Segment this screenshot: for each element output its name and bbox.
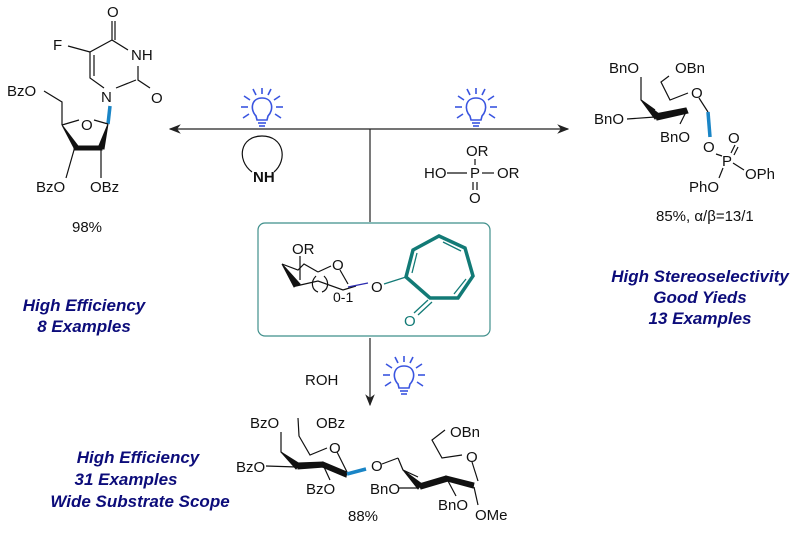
svg-text:BzO: BzO xyxy=(36,179,65,196)
svg-text:High Stereoselectivity: High Stereoselectivity xyxy=(611,267,790,286)
nh-label: NH xyxy=(253,169,275,186)
svg-text:P: P xyxy=(722,153,732,170)
svg-text:BzO: BzO xyxy=(236,459,265,476)
svg-text:O: O xyxy=(691,85,703,102)
svg-text:O: O xyxy=(703,139,715,156)
svg-text:O: O xyxy=(469,190,481,207)
svg-text:OR: OR xyxy=(466,143,489,160)
svg-text:OBz: OBz xyxy=(316,415,345,432)
substrate-box xyxy=(257,222,491,337)
phosphate-reagent: OR HO P OR O xyxy=(424,143,520,207)
svg-text:O: O xyxy=(81,117,93,134)
svg-text:OMe: OMe xyxy=(475,507,508,524)
svg-text:O: O xyxy=(404,313,416,330)
svg-text:O: O xyxy=(371,458,383,475)
svg-text:O: O xyxy=(107,4,119,21)
svg-text:High Efficiency: High Efficiency xyxy=(77,448,201,467)
svg-text:Wide Substrate Scope: Wide Substrate Scope xyxy=(50,492,229,511)
arrows xyxy=(168,124,570,407)
bottom-notes: High Efficiency 31 Examples Wide Substra… xyxy=(50,448,229,511)
svg-text:OBn: OBn xyxy=(675,60,705,77)
svg-text:NH: NH xyxy=(131,47,153,64)
svg-text:0-1: 0-1 xyxy=(333,289,353,305)
cyclic-amine-reagent: NH xyxy=(241,135,283,186)
light-bulb-icon xyxy=(240,87,284,127)
yield-right: 85%, α/β=13/1 xyxy=(656,208,754,225)
right-notes: High Stereoselectivity Good Yieds 13 Exa… xyxy=(611,267,790,328)
svg-text:OR: OR xyxy=(292,241,315,258)
yield-left: 98% xyxy=(72,219,102,236)
svg-text:O: O xyxy=(466,449,478,466)
svg-text:8 Examples: 8 Examples xyxy=(37,317,131,336)
svg-text:BnO: BnO xyxy=(660,129,690,146)
roh-reagent-label: ROH xyxy=(305,372,338,389)
glycosyl-phosphate-product: BnO OBn O BnO BnO O O P PhO OPh 85%, α/β… xyxy=(594,60,775,225)
svg-text:P: P xyxy=(470,165,480,182)
svg-text:OR: OR xyxy=(497,165,520,182)
left-notes: High Efficiency 8 Examples xyxy=(23,296,147,336)
svg-text:BzO: BzO xyxy=(7,83,36,100)
svg-text:O: O xyxy=(728,130,740,147)
nucleoside-product: O F NH O N BzO O BzO OBz 98% xyxy=(7,4,163,236)
svg-text:High Efficiency: High Efficiency xyxy=(23,296,147,315)
link-oxygen: O xyxy=(371,279,383,296)
svg-text:BzO: BzO xyxy=(306,481,335,498)
svg-text:13 Examples: 13 Examples xyxy=(648,309,751,328)
yield-bottom: 88% xyxy=(348,508,378,525)
glycosyl-tropolone-substrate: OR O 0-1 O O xyxy=(257,222,491,337)
svg-text:Good Yieds: Good Yieds xyxy=(653,288,747,307)
svg-text:BnO: BnO xyxy=(438,497,468,514)
svg-text:O: O xyxy=(329,440,341,457)
svg-text:OBz: OBz xyxy=(90,179,119,196)
svg-text:PhO: PhO xyxy=(689,179,719,196)
light-bulb-icon xyxy=(454,87,498,127)
light-bulb-icon xyxy=(382,355,426,395)
svg-text:O: O xyxy=(332,257,344,274)
svg-text:31 Examples: 31 Examples xyxy=(74,470,177,489)
svg-text:F: F xyxy=(53,37,62,54)
svg-text:BnO: BnO xyxy=(370,481,400,498)
svg-text:OBn: OBn xyxy=(450,424,480,441)
svg-text:BnO: BnO xyxy=(594,111,624,128)
svg-text:HO: HO xyxy=(424,165,447,182)
disaccharide-product: BzO OBz O BzO BzO O OBn O BnO BnO OMe 88… xyxy=(236,415,508,525)
svg-text:BzO: BzO xyxy=(250,415,279,432)
svg-text:N: N xyxy=(101,89,112,106)
svg-text:OPh: OPh xyxy=(745,166,775,183)
svg-text:O: O xyxy=(151,90,163,107)
svg-text:BnO: BnO xyxy=(609,60,639,77)
